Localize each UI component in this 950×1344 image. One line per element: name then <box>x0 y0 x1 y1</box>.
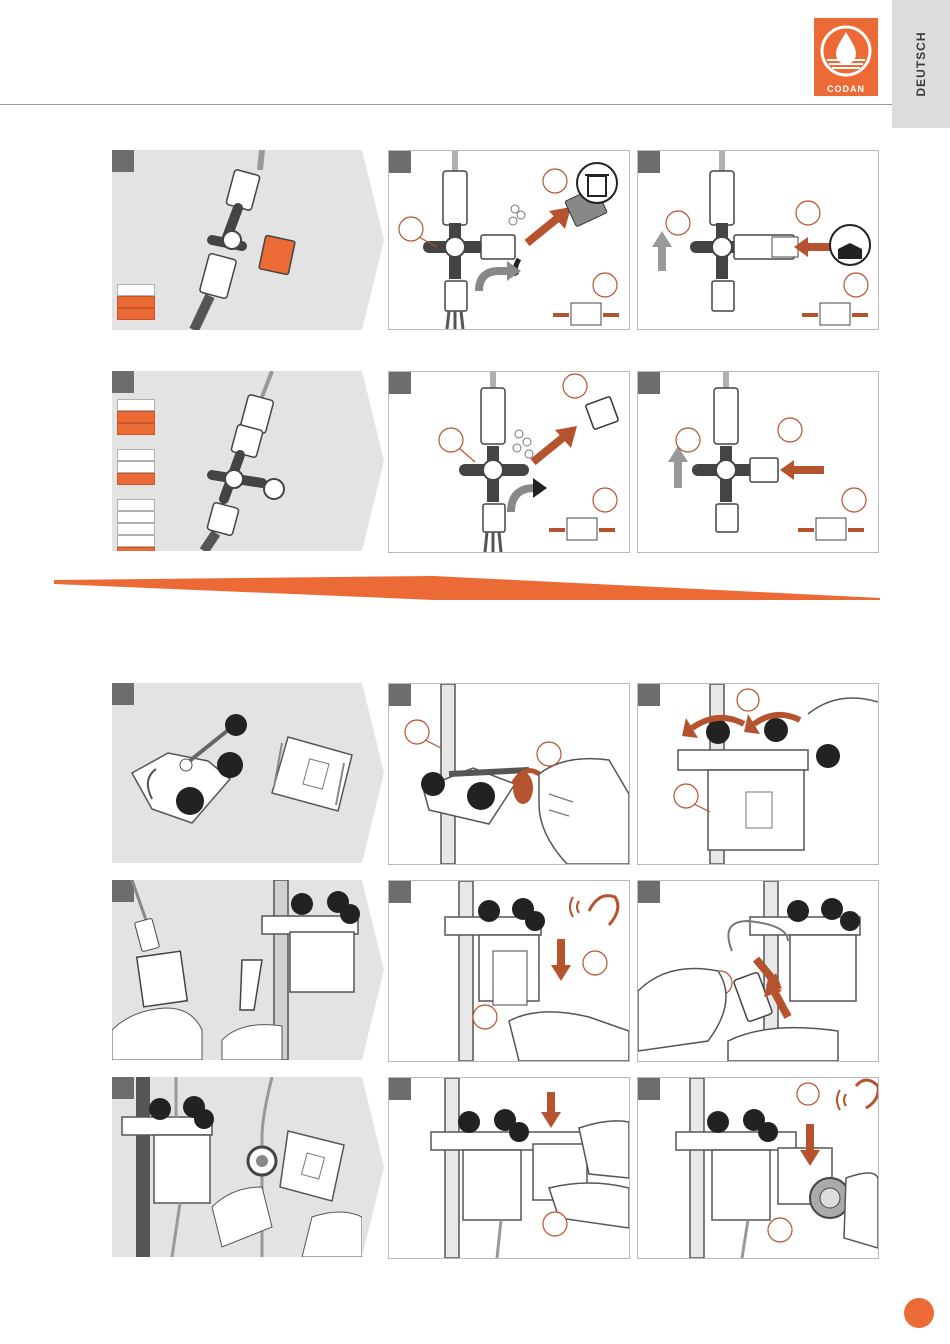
step-panel-3b <box>388 683 630 865</box>
step-panel-1c <box>637 150 879 330</box>
section-divider <box>54 576 880 602</box>
chevron-right-icon <box>362 371 388 551</box>
step-panel-2c <box>637 371 879 553</box>
second-transducer-illustration <box>112 1077 362 1257</box>
trash-icon <box>588 176 606 196</box>
step-panel-5a <box>112 1077 362 1257</box>
step-panel-1b <box>388 150 630 330</box>
clamp-and-holder-illustration <box>112 683 362 863</box>
language-label: DEUTSCH <box>914 31 928 96</box>
insert-second-holder-illustration <box>389 1078 629 1258</box>
remove-cap-open-illustration <box>389 372 629 552</box>
step-panel-5c <box>637 1077 879 1259</box>
step-panel-4c <box>637 880 879 1062</box>
step-panel-2b <box>388 371 630 553</box>
connect-cable-illustration <box>638 881 878 1061</box>
ear-icon <box>856 1080 878 1108</box>
step-panel-2a <box>112 371 362 551</box>
attach-syringe-illustration <box>638 151 878 329</box>
ear-icon <box>589 896 618 925</box>
connect-line-illustration <box>638 372 878 552</box>
remove-cap-illustration <box>389 151 629 329</box>
insert-transducer-illustration <box>389 881 629 1061</box>
chevron-right-icon <box>362 880 388 1060</box>
header-rule <box>0 104 892 105</box>
step-panel-3a <box>112 683 362 863</box>
language-tab[interactable]: DEUTSCH <box>892 0 950 128</box>
codan-logo: CODAN <box>814 18 878 96</box>
logo-text: CODAN <box>814 84 878 94</box>
step-panel-5b <box>388 1077 630 1259</box>
connect-second-cable-illustration <box>638 1078 878 1258</box>
legend-states <box>117 284 155 320</box>
legend-states <box>117 399 155 551</box>
tighten-clamp-illustration <box>638 684 878 864</box>
chevron-right-icon <box>362 683 388 863</box>
step-panel-1a <box>112 150 362 330</box>
chevron-right-icon <box>362 150 388 330</box>
page-marker <box>904 1298 934 1328</box>
chevron-right-icon <box>362 1077 388 1257</box>
step-panel-3c <box>637 683 879 865</box>
prepare-transducer-illustration <box>112 880 362 1060</box>
mount-clamp-illustration <box>389 684 629 864</box>
step-panel-4a <box>112 880 362 1060</box>
step-panel-4b <box>388 880 630 1062</box>
